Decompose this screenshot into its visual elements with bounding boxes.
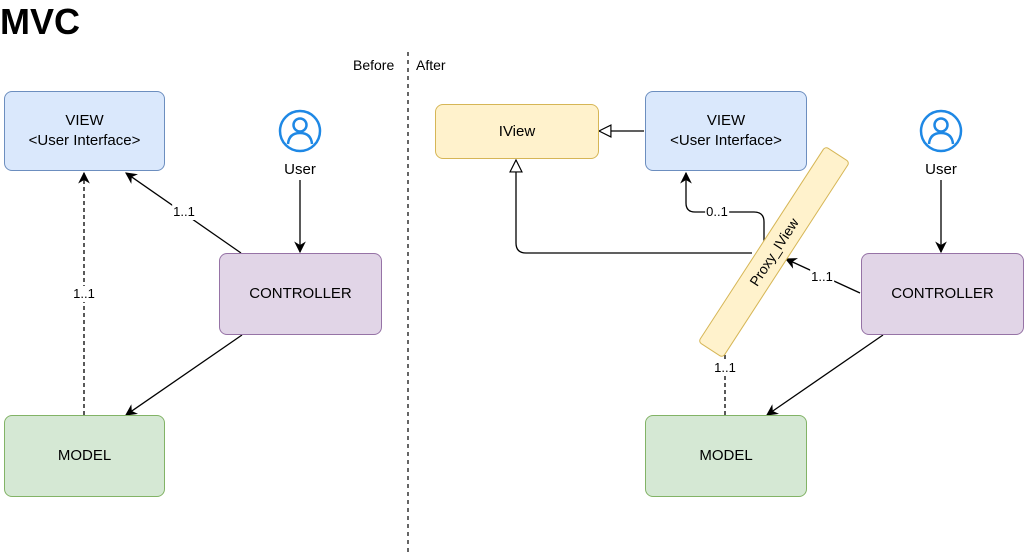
user-icon (919, 109, 963, 153)
edge-label-controller-view: 1..1 (172, 204, 196, 220)
view-title: VIEW (706, 112, 746, 129)
edge-proxy-iview (516, 160, 752, 254)
view-title: VIEW (65, 112, 104, 129)
edge-controller-model-before (125, 334, 243, 416)
view-box-before[interactable]: VIEW <User Interface> (4, 91, 165, 171)
view-subtitle: <User Interface> (670, 132, 782, 149)
edge-controller-model-after (766, 334, 884, 416)
edge-label-proxy-view: 0..1 (705, 204, 729, 220)
after-label: After (416, 57, 446, 73)
controller-label: CONTROLLER (249, 285, 352, 302)
controller-box-after[interactable]: CONTROLLER (861, 253, 1024, 335)
model-label: MODEL (57, 447, 112, 464)
edge-label-model-view: 1..1 (72, 286, 96, 302)
model-label: MODEL (699, 447, 753, 464)
model-box-after[interactable]: MODEL (645, 415, 807, 497)
view-box-after[interactable]: VIEW <User Interface> (645, 91, 807, 171)
before-label: Before (353, 57, 395, 73)
iview-box[interactable]: IView (435, 104, 599, 159)
model-box-before[interactable]: MODEL (4, 415, 165, 497)
page-title: MVC (0, 1, 80, 42)
user-label-before: User (284, 161, 316, 178)
iview-label: IView (498, 122, 536, 140)
controller-label: CONTROLLER (891, 285, 994, 302)
view-subtitle: <User Interface> (28, 132, 141, 149)
user-label-after: User (925, 161, 957, 178)
edge-label-model-proxy: 1..1 (713, 360, 737, 376)
controller-box-before[interactable]: CONTROLLER (219, 253, 382, 335)
edge-label-controller-proxy: 1..1 (810, 269, 834, 285)
user-icon (278, 109, 322, 153)
